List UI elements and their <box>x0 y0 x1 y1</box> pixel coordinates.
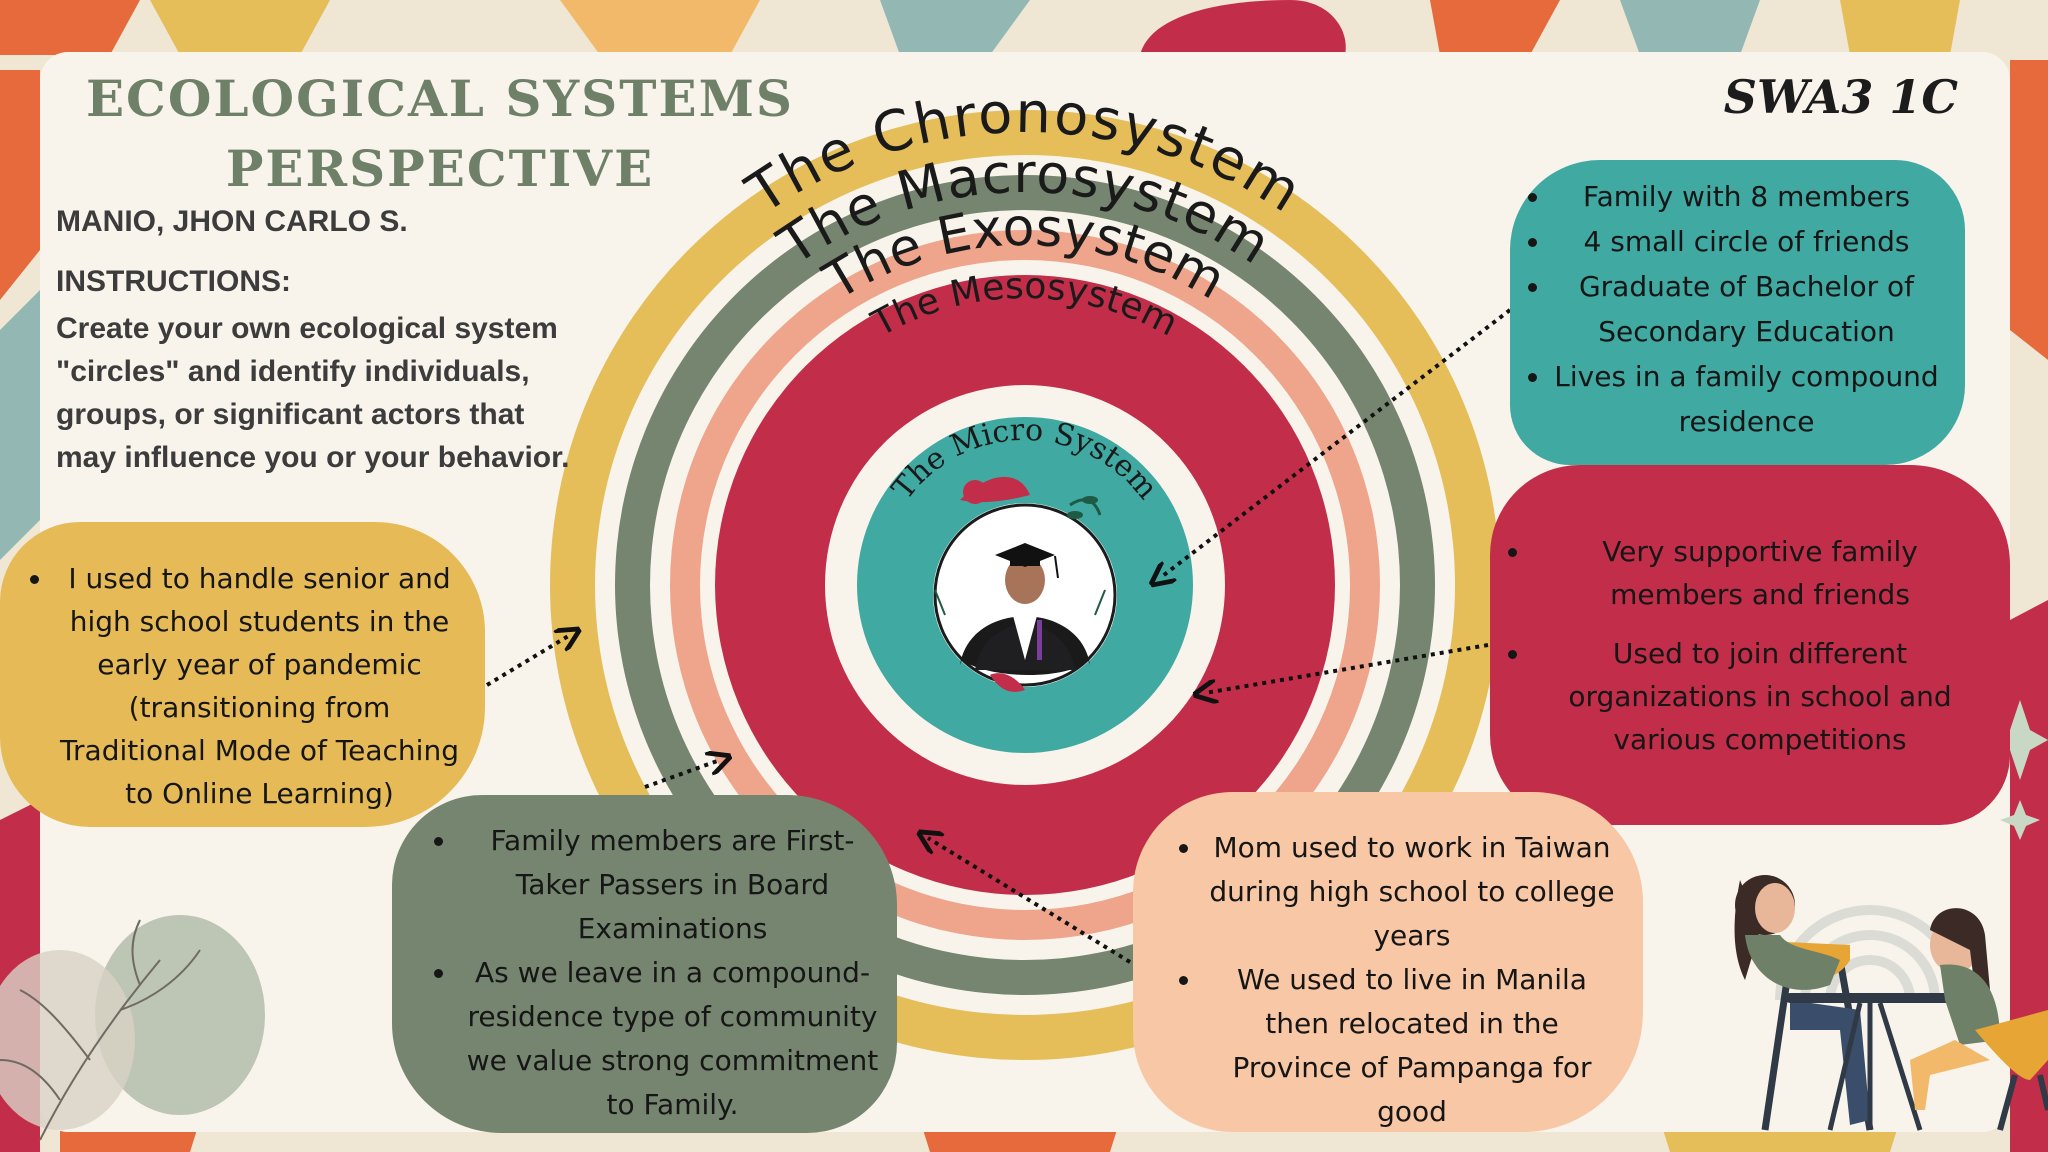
title-line-1: ECOLOGICAL SYSTEMS <box>85 69 795 128</box>
list-item: Family members are First-Taker Passers i… <box>458 819 887 951</box>
graduate-photo <box>960 543 1090 675</box>
list-item: Graduate of Bachelor of Secondary Educat… <box>1552 264 1941 354</box>
list-item: Used to join different organizations in … <box>1532 632 1988 761</box>
page-title: ECOLOGICAL SYSTEMS PERSPECTIVE <box>50 64 830 204</box>
author-name: MANIO, JHON CARLO S. <box>56 205 408 238</box>
list-item: I used to handle senior and high school … <box>54 557 465 815</box>
arrow-chrono <box>928 838 1132 964</box>
list-item: Mom used to work in Taiwan during high s… <box>1203 826 1621 958</box>
instructions-heading: INSTRUCTIONS: <box>56 265 291 298</box>
list-item: 4 small circle of friends <box>1552 219 1941 264</box>
mesosystem-bubble: Very supportive family members and frien… <box>1490 465 2010 825</box>
microsystem-bubble: Family with 8 members 4 small circle of … <box>1510 160 1965 465</box>
macrosystem-bubble: Family members are First-Taker Passers i… <box>392 795 897 1133</box>
arrow-exo <box>485 635 570 687</box>
title-line-2: PERSPECTIVE <box>225 139 655 198</box>
exosystem-bubble: I used to handle senior and high school … <box>0 522 485 827</box>
illustration <box>1734 875 2048 1131</box>
class-tag: SWA3 1C <box>1723 70 1958 124</box>
arrow-micro <box>1160 308 1512 578</box>
list-item: We used to live in Manila then relocated… <box>1203 958 1621 1134</box>
list-item: Family with 8 members <box>1552 174 1941 219</box>
arrow-macro <box>644 760 720 789</box>
instructions-body: Create your own ecological system "circl… <box>56 312 570 474</box>
list-item: As we leave in a compound-residence type… <box>458 951 887 1127</box>
arrow-meso <box>1205 643 1489 693</box>
list-item: Very supportive family members and frien… <box>1532 530 1988 616</box>
chronosystem-bubble: Mom used to work in Taiwan during high s… <box>1133 792 1643 1132</box>
list-item: Lives in a family compound residence <box>1552 354 1941 444</box>
